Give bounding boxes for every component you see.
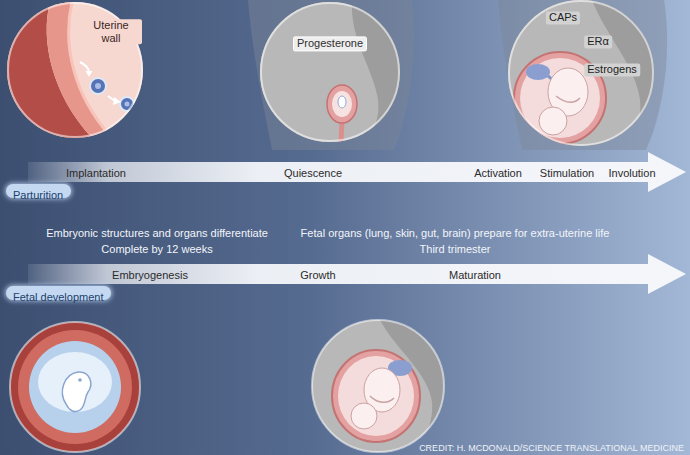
label-slot: Embryonic structures and organs differen… <box>46 223 268 241</box>
body-profile <box>260 2 378 142</box>
callout-label: Progesterone <box>293 36 367 51</box>
uterine-cavity <box>332 91 352 117</box>
stage-circle: Uterine wall <box>7 2 143 138</box>
embryo-illustration <box>10 322 140 452</box>
embryo <box>338 96 346 108</box>
timeline-arrow: Implantation Quiescence Activation Stimulat… <box>28 150 688 194</box>
text-slot: Embryogenesis <box>112 265 188 283</box>
embryo <box>62 372 90 412</box>
stage-circle: Progesterone <box>260 2 400 142</box>
blastocyst-core <box>125 102 130 107</box>
description-text: Third trimester <box>420 243 491 255</box>
text-slot: Involution <box>608 163 655 181</box>
text-slot: Fetal development <box>13 287 104 305</box>
stage-label: Quiescence <box>284 167 342 179</box>
body-silhouette <box>498 0 667 150</box>
blastocyst <box>90 78 106 94</box>
text-slot: Activation <box>474 163 522 181</box>
motion-arrow <box>80 62 89 72</box>
callout-label: ERα <box>584 35 612 48</box>
circle-outline <box>260 2 400 142</box>
timeline-arrow: Embryogenesis Growth Maturation <box>28 252 688 296</box>
stage-label: Maturation <box>449 269 501 281</box>
description-text: Embryonic structures and organs differen… <box>46 227 268 239</box>
circle-outline <box>261 3 399 141</box>
track-name: Fetal development <box>13 291 104 303</box>
uterus <box>327 85 357 123</box>
text-slot: Stimulation <box>540 163 594 181</box>
callout-label: Uterine wall <box>80 19 142 44</box>
track-label: Fetal development <box>6 286 111 300</box>
uterine-cavity <box>338 356 414 436</box>
arrow-shape <box>28 152 686 192</box>
circle-outline <box>509 1 653 145</box>
body-silhouette <box>248 0 414 150</box>
text-slot: Uterine wall <box>80 19 142 44</box>
decidua <box>10 322 140 452</box>
credit-line: CREDIT: H. MCDONALD/SCIENCE TRANSLATIONA… <box>419 443 684 453</box>
text-slot: Growth <box>300 265 335 283</box>
placenta <box>526 64 550 80</box>
fetus-limb <box>370 396 394 402</box>
motion-arrowhead <box>86 71 93 77</box>
stage-circle-rim <box>312 320 444 452</box>
body-ground <box>260 2 400 142</box>
fetus-head <box>351 403 377 429</box>
maturation-illustration <box>312 320 444 452</box>
fetus-limb <box>556 96 580 102</box>
stage-label: Implantation <box>66 167 126 179</box>
description-text: Fetal organs (lung, skin, gut, brain) pr… <box>301 227 610 239</box>
label-slot: Fetal organs (lung, skin, gut, brain) pr… <box>301 223 610 241</box>
label-slot: Third trimester <box>420 239 491 257</box>
callout-label: CAPs <box>546 11 580 24</box>
text-slot: ERα <box>584 35 612 48</box>
blastocyst-core <box>95 83 101 89</box>
text-slot: Estrogens <box>584 63 640 76</box>
fetus-head <box>539 107 567 135</box>
stage-circle-rim <box>10 322 140 452</box>
stage-circle: CAPsERαEstrogens <box>508 0 654 146</box>
body-ground <box>508 0 654 146</box>
uterus <box>332 350 420 442</box>
callout-label: Estrogens <box>584 63 640 76</box>
text-slot: CAPs <box>546 11 580 24</box>
chorion <box>18 330 132 444</box>
stage-label: Stimulation <box>540 167 594 179</box>
motion-arrowhead <box>113 97 121 105</box>
uterine-lumen <box>7 2 143 138</box>
track-label: Parturition <box>6 184 71 198</box>
circle-outline <box>8 3 142 137</box>
track-name: Parturition <box>13 189 63 201</box>
body-silhouette <box>248 0 667 150</box>
embryo-eye <box>78 378 82 382</box>
text-slot: Quiescence <box>284 163 342 181</box>
amniotic-cavity <box>38 352 112 412</box>
body-profile <box>508 0 640 146</box>
gestational-sac <box>29 341 121 433</box>
quiescence-illustration <box>260 2 400 142</box>
stage-label: Activation <box>474 167 522 179</box>
text-slot: Parturition <box>13 185 64 203</box>
activation-illustration <box>508 0 654 146</box>
description-text: Complete by 12 weeks <box>101 243 212 255</box>
text-slot: Maturation <box>449 265 501 283</box>
text-slot: Implantation <box>66 163 126 181</box>
stage-label: Embryogenesis <box>112 269 188 281</box>
body-ground <box>312 320 444 452</box>
label-slot: Complete by 12 weeks <box>101 239 212 257</box>
implantation-illustration <box>7 2 143 138</box>
stage-label: Involution <box>608 167 655 179</box>
stage-label: Growth <box>300 269 335 281</box>
label-slot: CREDIT: H. MCDONALD/SCIENCE TRANSLATIONA… <box>419 437 684 455</box>
arrow-shape <box>28 254 686 294</box>
text-slot: Progesterone <box>293 36 367 51</box>
